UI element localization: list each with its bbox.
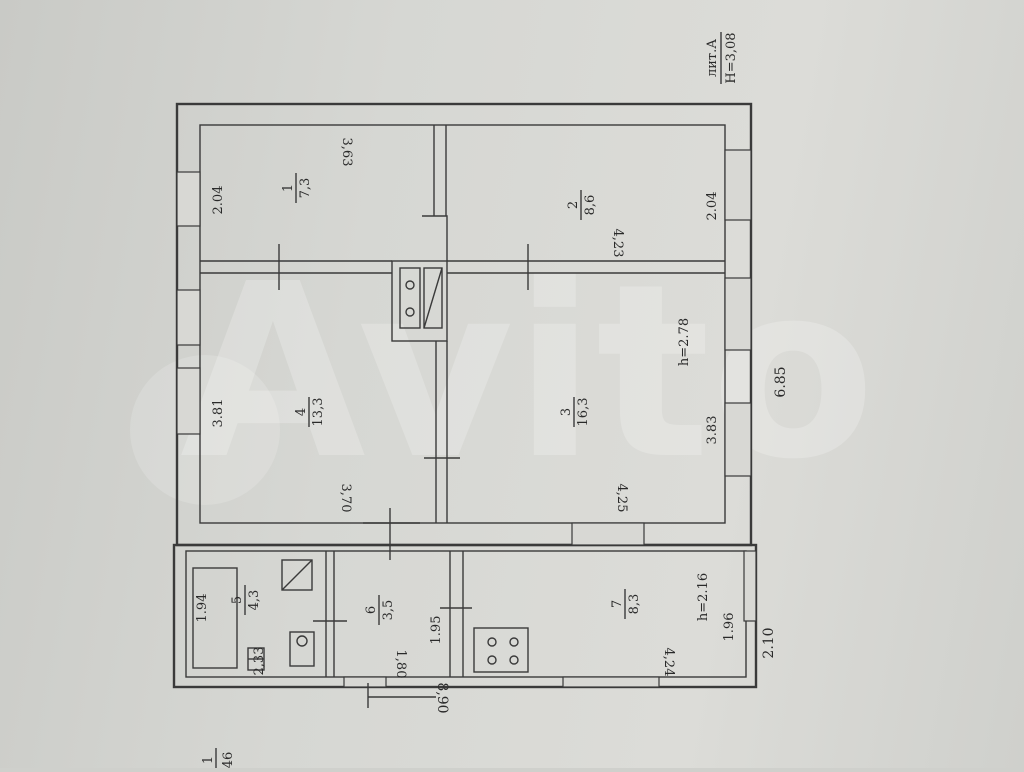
- room-6-dim: 1.95: [429, 616, 444, 645]
- boiler-icon: [247, 647, 265, 671]
- svg-text:7,3: 7,3: [298, 178, 313, 199]
- room-7-dim: 1.96: [722, 613, 737, 642]
- svg-text:1: 1: [201, 756, 216, 764]
- room-7-dim: 4,24: [661, 648, 676, 677]
- svg-text:5: 5: [230, 596, 245, 604]
- svg-text:1: 1: [281, 184, 296, 192]
- sink: [281, 559, 313, 591]
- room-1-dim: 2.04: [211, 186, 226, 215]
- kitchen-stove: [473, 627, 529, 673]
- svg-text:6: 6: [364, 606, 379, 614]
- avito-watermark: Avito: [130, 232, 876, 512]
- partition-vertical: [391, 125, 460, 523]
- corner-fraction: 1 46: [201, 748, 236, 772]
- burner-icon: [405, 280, 415, 290]
- partition-horizontal: [200, 244, 725, 290]
- window: [176, 171, 201, 227]
- room-2-dim: 2.04: [705, 192, 720, 221]
- svg-text:3,5: 3,5: [381, 600, 396, 621]
- burner-icon: [405, 307, 415, 317]
- annex-partitions: [313, 508, 472, 677]
- room-1-dim: 3,63: [339, 138, 354, 167]
- lit-label: лит.А: [705, 39, 720, 77]
- svg-text:16,3: 16,3: [576, 398, 591, 427]
- overall-length-dim: 8,90: [434, 682, 450, 713]
- svg-text:4,3: 4,3: [247, 590, 262, 611]
- room-3-dim: 3.83: [705, 416, 720, 445]
- window: [176, 367, 201, 435]
- svg-text:7: 7: [610, 600, 625, 608]
- window: [724, 402, 752, 477]
- svg-text:8,6: 8,6: [583, 195, 598, 216]
- svg-text:13,3: 13,3: [311, 398, 326, 427]
- window: [176, 289, 201, 346]
- overall-width-dim: 6.85: [773, 366, 789, 397]
- height-label: H=3,08: [724, 32, 739, 83]
- stove-burners: [399, 267, 421, 329]
- room-6-dim: 1,80: [393, 650, 408, 679]
- room-3-dim: 4,25: [614, 484, 629, 513]
- windows: [176, 149, 757, 688]
- room-4-dim: 3,70: [338, 484, 353, 513]
- window: [743, 550, 757, 622]
- window: [724, 149, 752, 221]
- annex-width-dim: 2.10: [761, 627, 777, 658]
- room-4-dim: 3.81: [211, 399, 226, 428]
- room-5-dim: 2,33: [252, 647, 267, 676]
- title-block: лит.А H=3,08: [705, 32, 739, 84]
- window: [724, 277, 752, 351]
- svg-text:46: 46: [221, 752, 236, 768]
- svg-text:8,3: 8,3: [627, 594, 642, 615]
- svg-text:3: 3: [559, 408, 574, 416]
- room-7-height: h=2.16: [696, 573, 711, 621]
- entrance-door: [343, 676, 387, 688]
- window: [562, 676, 660, 688]
- svg-text:2: 2: [566, 201, 581, 209]
- toilet-icon: [289, 631, 315, 667]
- chimney-flue: [423, 267, 443, 329]
- room-2-dim: 4,23: [610, 229, 625, 258]
- svg-text:4: 4: [294, 408, 309, 416]
- bathtub: [192, 567, 238, 669]
- stove-block: [391, 260, 448, 342]
- window: [571, 522, 645, 546]
- room-5-dim: 1.94: [195, 594, 210, 623]
- room-3-height: h=2.78: [677, 318, 692, 366]
